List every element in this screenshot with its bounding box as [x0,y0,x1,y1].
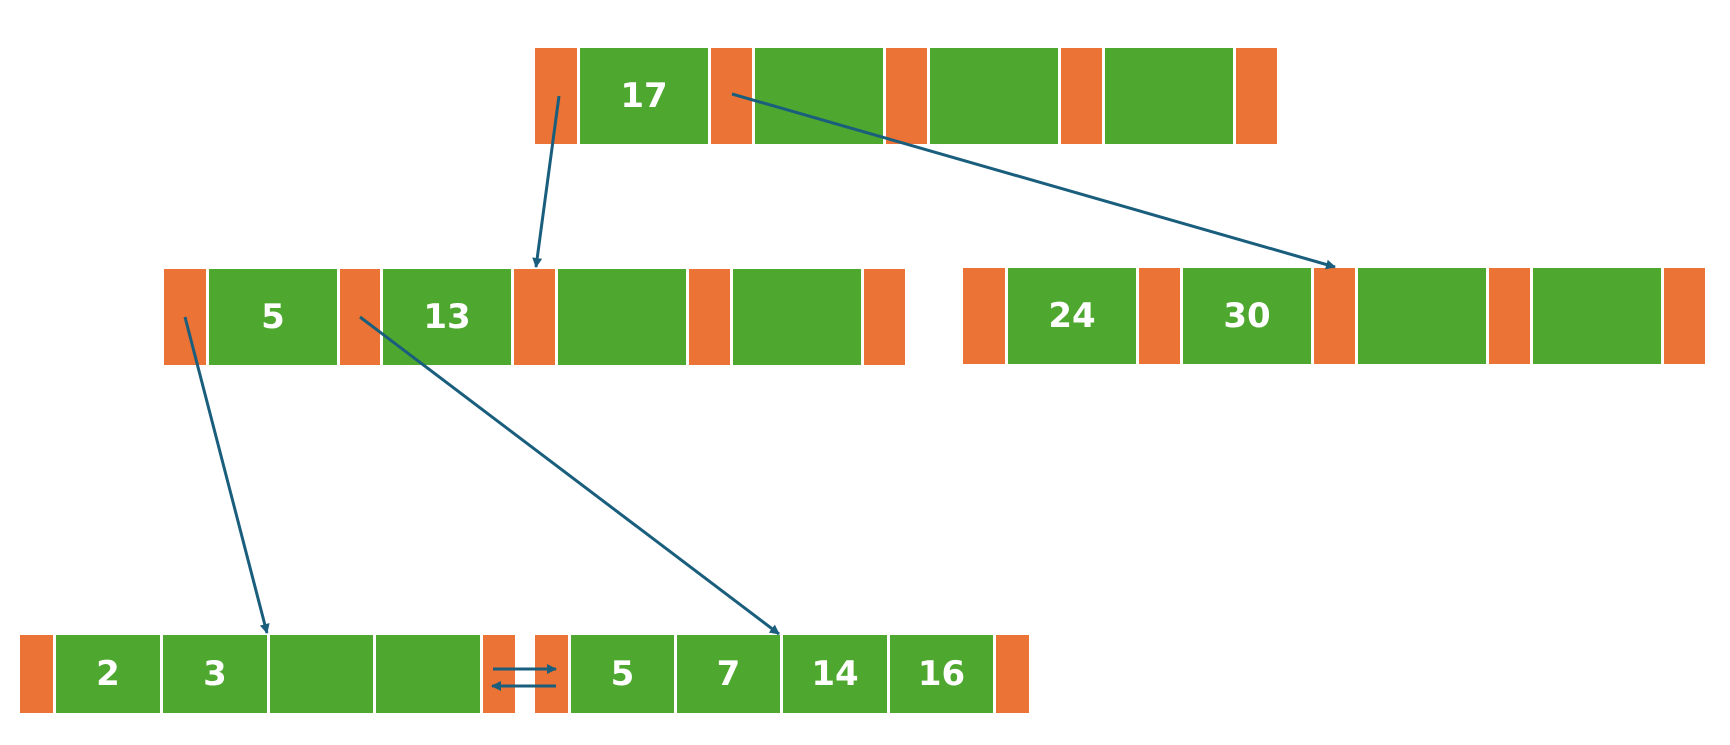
leaf-a-key-0: 2 [56,635,160,713]
internal-left-pointer-3 [689,269,730,365]
internal-right-key-2 [1358,268,1486,364]
leaf-b-key-0: 5 [571,635,674,713]
leaf-b-pointer-left [535,635,568,713]
internal-right-key-3 [1533,268,1661,364]
leaf-a-pointer-right [483,635,515,713]
internal-right-pointer-0 [963,268,1005,364]
leaf-a-key-1: 3 [163,635,267,713]
leaf-a-pointer-left [20,635,53,713]
leaf-b-key-2: 14 [783,635,887,713]
internal-left-key-3 [733,269,861,365]
leaf-a-key-2 [270,635,373,713]
root-key-2 [930,48,1058,144]
internal-left-pointer-1 [340,269,380,365]
root-key-0: 17 [580,48,708,144]
internal-left-key-0: 5 [209,269,337,365]
internal-right-pointer-4 [1664,268,1705,364]
internal-right-pointer-2 [1314,268,1355,364]
leaf-b-key-3: 16 [890,635,993,713]
internal-right-pointer-1 [1139,268,1180,364]
root-key-3 [1105,48,1233,144]
internal-left-key-1: 13 [383,269,511,365]
internal-left-pointer-0 [164,269,206,365]
leaf-b-key-1: 7 [677,635,780,713]
internal-right-pointer-3 [1489,268,1530,364]
leaf-b-pointer-right [996,635,1029,713]
root-key-1 [755,48,883,144]
internal-left-key-2 [558,269,686,365]
internal-left-pointer-4 [864,269,905,365]
leaf-a-key-3 [376,635,480,713]
root-pointer-2 [886,48,927,144]
internal-right-key-1: 30 [1183,268,1311,364]
internal-left-pointer-2 [514,269,555,365]
internal-right-key-0: 24 [1008,268,1136,364]
root-pointer-1 [711,48,752,144]
root-pointer-3 [1061,48,1102,144]
root-pointer-0 [535,48,577,144]
root-pointer-4 [1236,48,1277,144]
